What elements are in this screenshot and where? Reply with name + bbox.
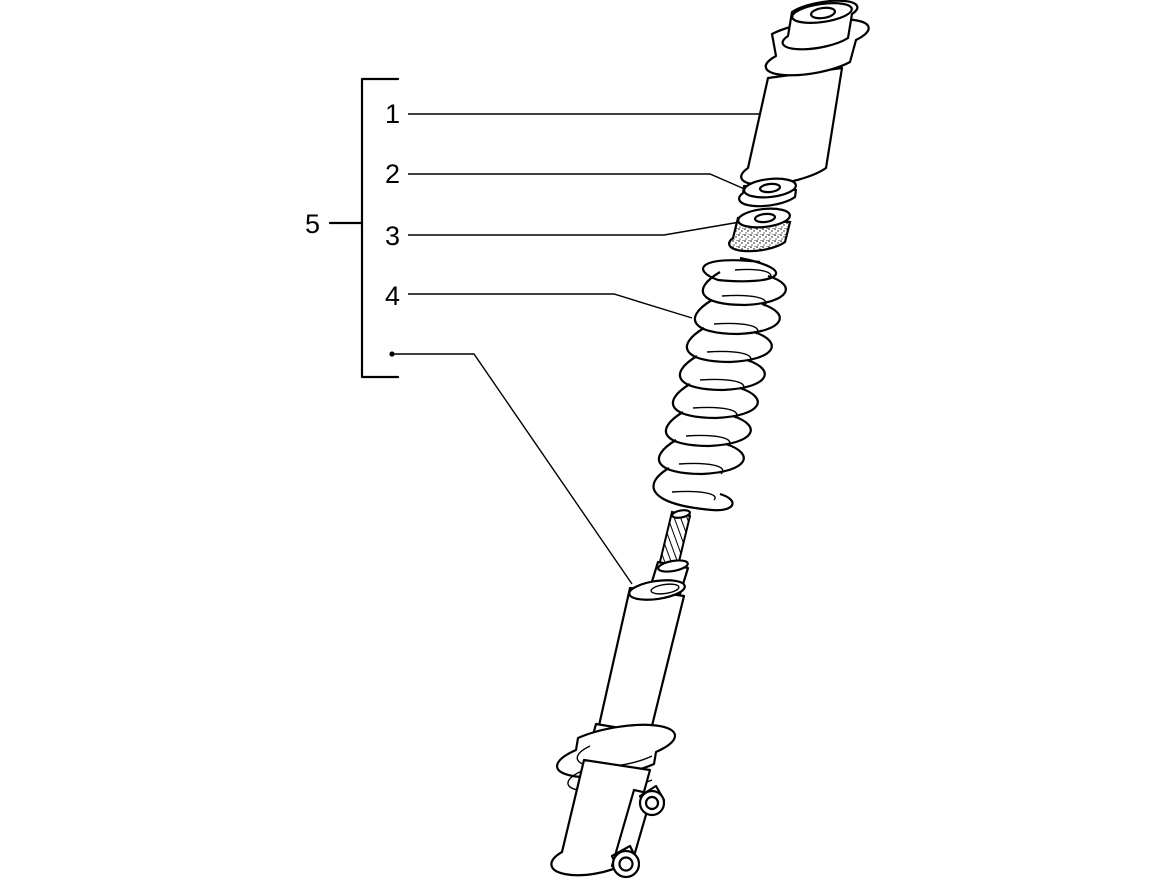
leader-line-2 <box>408 173 757 195</box>
leader-line-3 <box>408 221 741 236</box>
spring-coils <box>652 256 787 512</box>
callout-label-3: 3 <box>385 221 400 251</box>
leader-line-4 <box>408 293 693 319</box>
group-bracket <box>328 77 400 379</box>
spring-inner-lines <box>671 268 772 501</box>
callout-label-2: 2 <box>385 159 400 189</box>
callout-label-5: 5 <box>305 209 320 239</box>
part-damper <box>550 509 692 879</box>
callout-label-4: 4 <box>385 281 400 311</box>
lug-lower <box>610 844 641 879</box>
leader-lines <box>389 113 762 585</box>
part-coil-spring <box>652 256 787 512</box>
leader-dot-5 <box>389 351 395 357</box>
callout-label-1: 1 <box>385 99 400 129</box>
part-bump-stop <box>728 207 792 253</box>
part-dust-cover <box>740 0 870 186</box>
lug-upper <box>638 784 666 817</box>
leader-line-5 <box>393 353 633 585</box>
part-washer <box>738 177 798 208</box>
